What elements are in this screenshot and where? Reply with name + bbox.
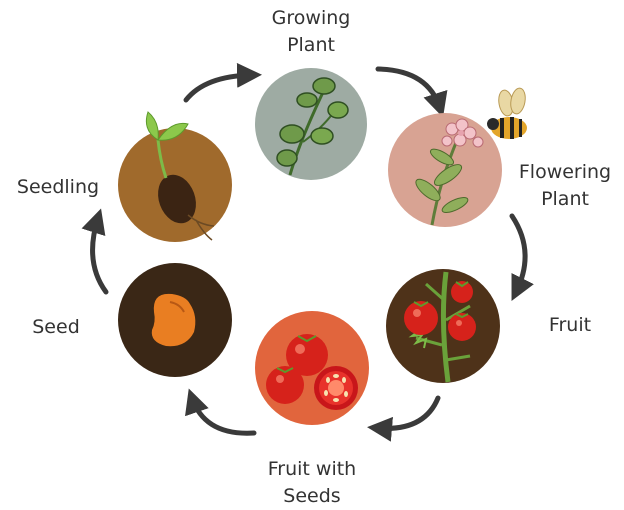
label-growing-plant-line2: Plant <box>251 32 371 59</box>
label-fruit-with-seeds-line1: Fruit with <box>250 456 374 483</box>
label-fruit-with-seeds: Fruit with Seeds <box>250 456 374 510</box>
arrow-growing-to-flowering <box>378 69 440 108</box>
arrow-fruit-to-fruitseeds <box>377 398 438 428</box>
label-growing-plant-line1: Growing <box>251 5 371 32</box>
label-flowering-plant-line1: Flowering <box>510 159 620 186</box>
seed-stage <box>118 263 232 377</box>
growing-plant-circle <box>255 68 367 180</box>
seedling-stage <box>118 112 232 242</box>
growing-plant-stage <box>255 68 367 180</box>
bee-illustration <box>487 87 527 139</box>
label-seedling-line1: Seedling <box>4 174 112 201</box>
flowering-plant-stage <box>388 113 502 227</box>
label-fruit-with-seeds-line2: Seeds <box>250 483 374 510</box>
label-fruit: Fruit <box>530 312 610 339</box>
fruit-stage <box>386 269 500 383</box>
label-growing-plant: Growing Plant <box>251 5 371 59</box>
label-flowering-plant: Flowering Plant <box>510 159 620 213</box>
label-seed: Seed <box>20 314 92 341</box>
arrow-seed-to-seedling <box>93 218 106 292</box>
fruit-with-seeds-stage <box>255 311 369 425</box>
label-seedling: Seedling <box>4 174 112 201</box>
arrow-flowering-to-fruit <box>512 216 525 292</box>
arrow-fruitseeds-to-seed <box>192 398 254 433</box>
label-seed-line1: Seed <box>20 314 92 341</box>
arrow-seedling-to-growing <box>186 75 252 100</box>
label-flowering-plant-line2: Plant <box>510 186 620 213</box>
label-fruit-line1: Fruit <box>530 312 610 339</box>
